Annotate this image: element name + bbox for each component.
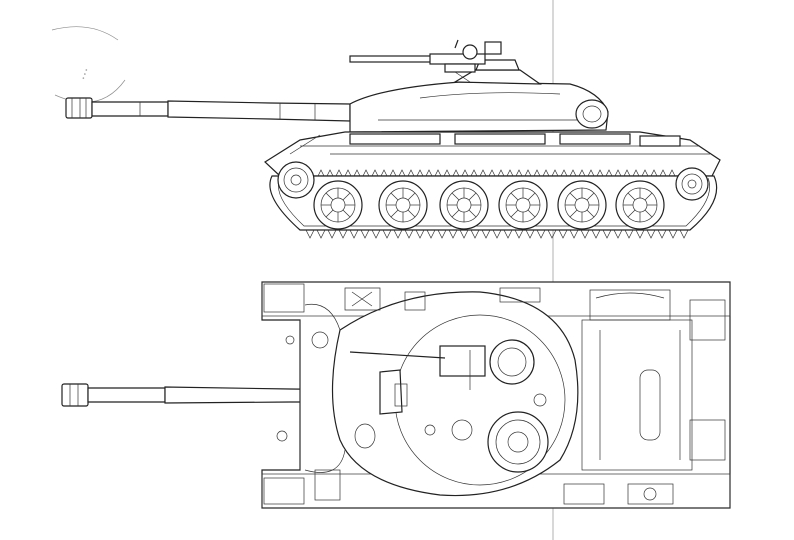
track-link-top — [533, 169, 541, 177]
front-fittings — [263, 283, 541, 505]
track-link-top — [443, 169, 451, 177]
track-link-top — [488, 169, 496, 177]
track-link — [591, 229, 601, 239]
engine-deck — [563, 289, 726, 505]
track-link-top — [659, 169, 667, 177]
side-gun-barrel — [65, 97, 351, 122]
track-link-top — [650, 169, 658, 177]
track-link — [316, 229, 326, 239]
track-link — [580, 229, 590, 239]
side-track — [269, 161, 718, 239]
track-link-top — [578, 169, 586, 177]
loader-hatch — [489, 339, 535, 385]
top-view — [61, 281, 731, 509]
track-link — [525, 229, 535, 239]
track-link-top — [407, 169, 415, 177]
track-link-top — [605, 169, 613, 177]
track-link-top — [668, 169, 676, 177]
track-link — [470, 229, 480, 239]
track-link — [613, 229, 623, 239]
track-link — [569, 229, 579, 239]
track-link-top — [326, 169, 334, 177]
road-wheel — [615, 180, 665, 230]
track-link-top — [335, 169, 343, 177]
track-link-top — [623, 169, 631, 177]
track-link-top — [371, 169, 379, 177]
side-view — [65, 39, 721, 239]
track-link-top — [416, 169, 424, 177]
track-link — [481, 229, 491, 239]
track-link-top — [632, 169, 640, 177]
track-link-top — [515, 169, 523, 177]
track-link-top — [434, 169, 442, 177]
track-link — [635, 229, 645, 239]
track-link — [657, 229, 667, 239]
track-link-top — [389, 169, 397, 177]
track-link — [646, 229, 656, 239]
track-link — [503, 229, 513, 239]
track-link — [338, 229, 348, 239]
track-link — [415, 229, 425, 239]
track-link — [679, 229, 689, 239]
track-link — [349, 229, 359, 239]
track-link — [360, 229, 370, 239]
track-link-top — [641, 169, 649, 177]
aa-machine-gun — [349, 39, 502, 83]
track-link-top — [587, 169, 595, 177]
track-link — [371, 229, 381, 239]
side-hull — [264, 131, 721, 177]
track-link — [448, 229, 458, 239]
track-link — [305, 229, 315, 239]
track-link-top — [497, 169, 505, 177]
track-link-top — [470, 169, 478, 177]
track-link-top — [560, 169, 568, 177]
track-link — [624, 229, 634, 239]
archive-stamp: … — [51, 26, 126, 103]
track-link-top — [317, 169, 325, 177]
road-wheel — [498, 180, 548, 230]
track-link-top — [425, 169, 433, 177]
track-link — [668, 229, 678, 239]
track-link — [536, 229, 546, 239]
track-link — [602, 229, 612, 239]
drive-sprocket — [277, 161, 315, 199]
track-link — [558, 229, 568, 239]
track-link — [547, 229, 557, 239]
track-link-top — [551, 169, 559, 177]
side-turret — [349, 39, 609, 133]
track-link — [327, 229, 337, 239]
track-link-top — [542, 169, 550, 177]
track-link-top — [524, 169, 532, 177]
track-link — [459, 229, 469, 239]
road-wheel — [313, 180, 363, 230]
stamp-text: … — [73, 62, 92, 81]
track-link-top — [380, 169, 388, 177]
track-link-top — [452, 169, 460, 177]
track-link-top — [506, 169, 514, 177]
road-wheel — [378, 180, 428, 230]
commander-cupola — [487, 411, 549, 473]
track-link — [393, 229, 403, 239]
track-link-top — [614, 169, 622, 177]
track-link-top — [569, 169, 577, 177]
track-link-top — [362, 169, 370, 177]
track-link-top — [596, 169, 604, 177]
track-link-top — [344, 169, 352, 177]
idler-wheel — [675, 167, 709, 201]
top-turret — [331, 291, 579, 497]
track-link — [437, 229, 447, 239]
track-link — [514, 229, 524, 239]
road-wheel — [439, 180, 489, 230]
track-link-top — [353, 169, 361, 177]
track-link-top — [398, 169, 406, 177]
track-link-top — [479, 169, 487, 177]
road-wheel — [557, 180, 607, 230]
track-link-top — [461, 169, 469, 177]
track-link — [382, 229, 392, 239]
track-link — [492, 229, 502, 239]
top-aa-mount — [439, 345, 486, 377]
track-link — [426, 229, 436, 239]
track-link — [404, 229, 414, 239]
